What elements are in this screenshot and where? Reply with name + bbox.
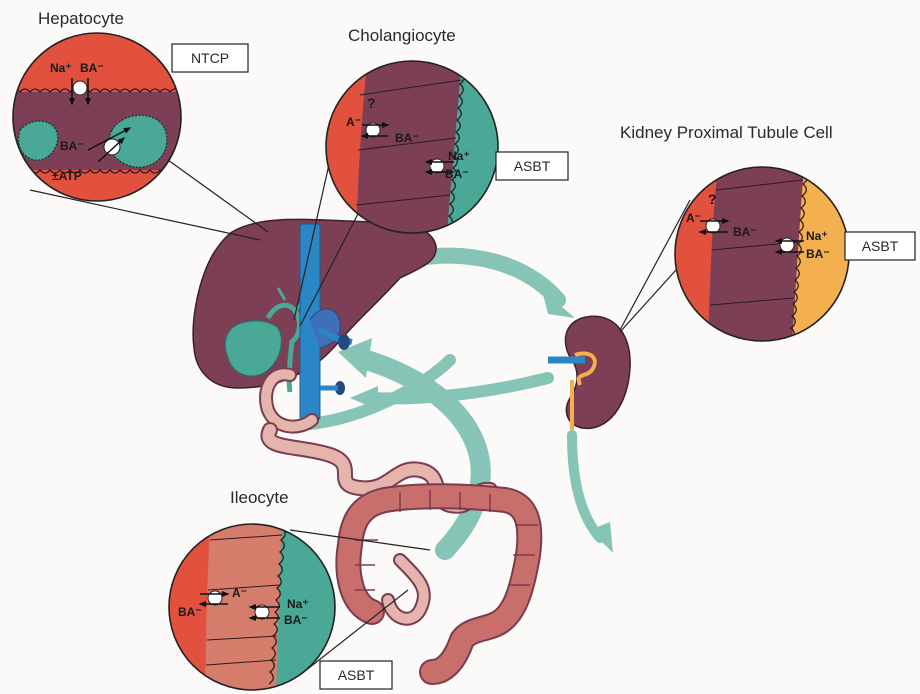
cholangiocyte-question-label: ?	[367, 95, 376, 111]
ileocyte-asbt-box: ASBT	[320, 661, 392, 689]
ileocyte-ba-right-label: BA⁻	[284, 613, 308, 627]
ileocyte-title: Ileocyte	[230, 488, 289, 507]
cholangiocyte-a-label: A⁻	[346, 115, 361, 129]
cholangiocyte-asbt-box: ASBT	[496, 152, 568, 180]
cholangiocyte-circle: ? A⁻ BA⁻ Na⁺ BA⁻	[320, 55, 510, 245]
kidney-shape	[565, 316, 630, 428]
ileocyte-na-label: Na⁺	[287, 597, 309, 611]
urinary-excretion-arrow	[572, 435, 600, 538]
ntcp-box: NTCP	[172, 44, 248, 72]
kidney-na-label: Na⁺	[806, 229, 828, 243]
kidney-ba-right-label: BA⁻	[806, 247, 830, 261]
ntcp-label: NTCP	[191, 50, 229, 66]
kidney-asbt-box: ASBT	[845, 232, 915, 260]
hepatocyte-ba-top-label: BA⁻	[80, 61, 104, 75]
kidney-ba-left-label: BA⁻	[733, 225, 757, 239]
cholangiocyte-ba-right-label: BA⁻	[445, 167, 469, 181]
hepatocyte-title: Hepatocyte	[38, 9, 124, 28]
ileocyte-ba-left-label: BA⁻	[178, 605, 202, 619]
hepatocyte-atp-label: ±ATP	[52, 169, 82, 183]
ileocyte-a-label: A⁻	[232, 586, 247, 600]
kidney-a-label: A⁻	[686, 211, 701, 225]
hepatocyte-na-label: Na⁺	[50, 61, 72, 75]
colon-shape	[348, 496, 529, 672]
liver-to-kidney-arrow	[418, 256, 558, 300]
ileocyte-circle: A⁻ BA⁻ Na⁺ BA⁻	[165, 520, 345, 694]
kidney	[548, 316, 630, 430]
colon	[348, 490, 538, 672]
cholangiocyte-ba-left-label: BA⁻	[395, 131, 419, 145]
ileocyte-asbt-label: ASBT	[338, 667, 375, 683]
cholangiocyte-asbt-label: ASBT	[514, 158, 551, 174]
hepatocyte-circle: Na⁺ BA⁻ BA⁻ ±ATP	[10, 30, 190, 210]
kidney-cell-circle: ? A⁻ BA⁻ Na⁺ BA⁻	[670, 165, 855, 345]
cholangiocyte-na-label: Na⁺	[448, 149, 470, 163]
hepatocyte-ba-mid-label: BA⁻	[60, 139, 84, 153]
kidney-question-label: ?	[708, 191, 717, 207]
kidney-cell-title: Kidney Proximal Tubule Cell	[620, 123, 833, 142]
kidney-asbt-label: ASBT	[862, 238, 899, 254]
common-bile-duct	[289, 340, 292, 392]
cholangiocyte-title: Cholangiocyte	[348, 26, 456, 45]
